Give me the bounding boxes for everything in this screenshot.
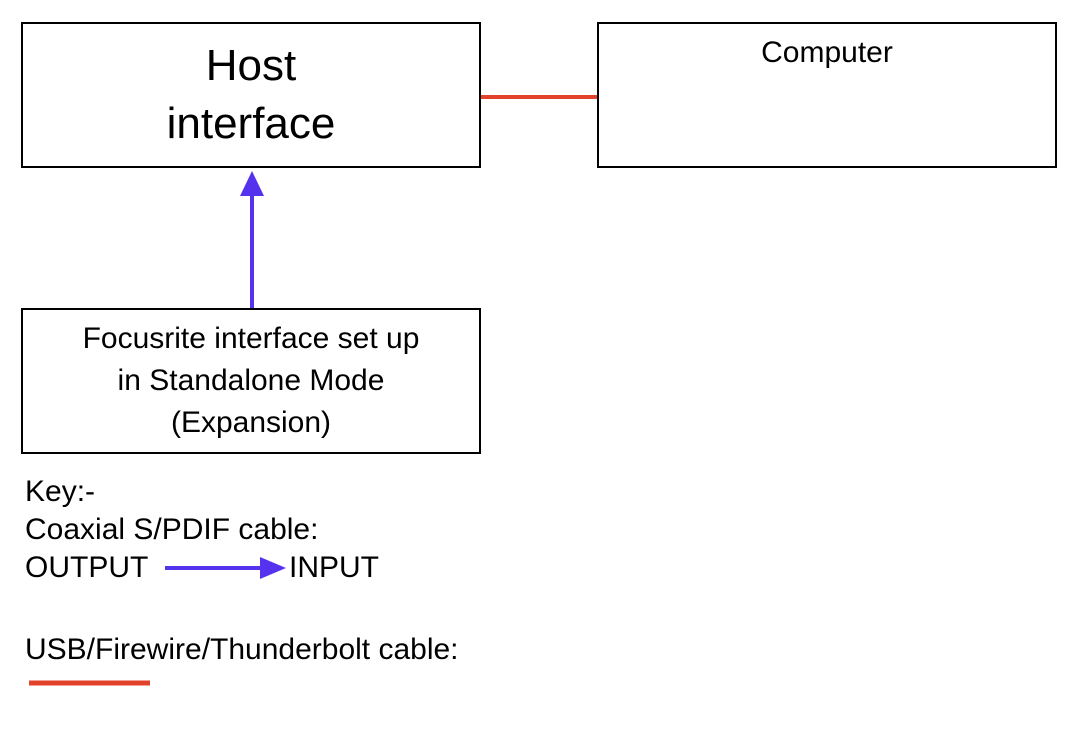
- key-title: Key:-: [25, 475, 96, 508]
- host-label-line-2: interface: [166, 99, 336, 148]
- host-interface-label: Host interface: [167, 37, 336, 153]
- key-spdif-arrowhead: [260, 557, 286, 579]
- key-input-label: INPUT: [289, 551, 379, 584]
- focusrite-label-line-2: in Standalone Mode: [117, 364, 385, 397]
- host-interface-box: Host interface: [21, 22, 481, 168]
- key-coaxial-label: Coaxial S/PDIF cable:: [25, 513, 319, 546]
- focusrite-interface-label: Focusrite interface set up in Standalone…: [83, 318, 420, 444]
- spdif-arrowhead: [240, 171, 264, 196]
- computer-box: Computer: [597, 22, 1057, 168]
- focusrite-label-line-3: (Expansion): [170, 406, 332, 439]
- key-output-label: OUTPUT: [25, 551, 149, 584]
- key-usb-label: USB/Firewire/Thunderbolt cable:: [25, 633, 459, 666]
- computer-label: Computer: [761, 36, 893, 69]
- host-label-line-1: Host: [205, 41, 297, 90]
- focusrite-interface-box: Focusrite interface set up in Standalone…: [21, 308, 481, 454]
- focusrite-label-line-1: Focusrite interface set up: [82, 322, 420, 355]
